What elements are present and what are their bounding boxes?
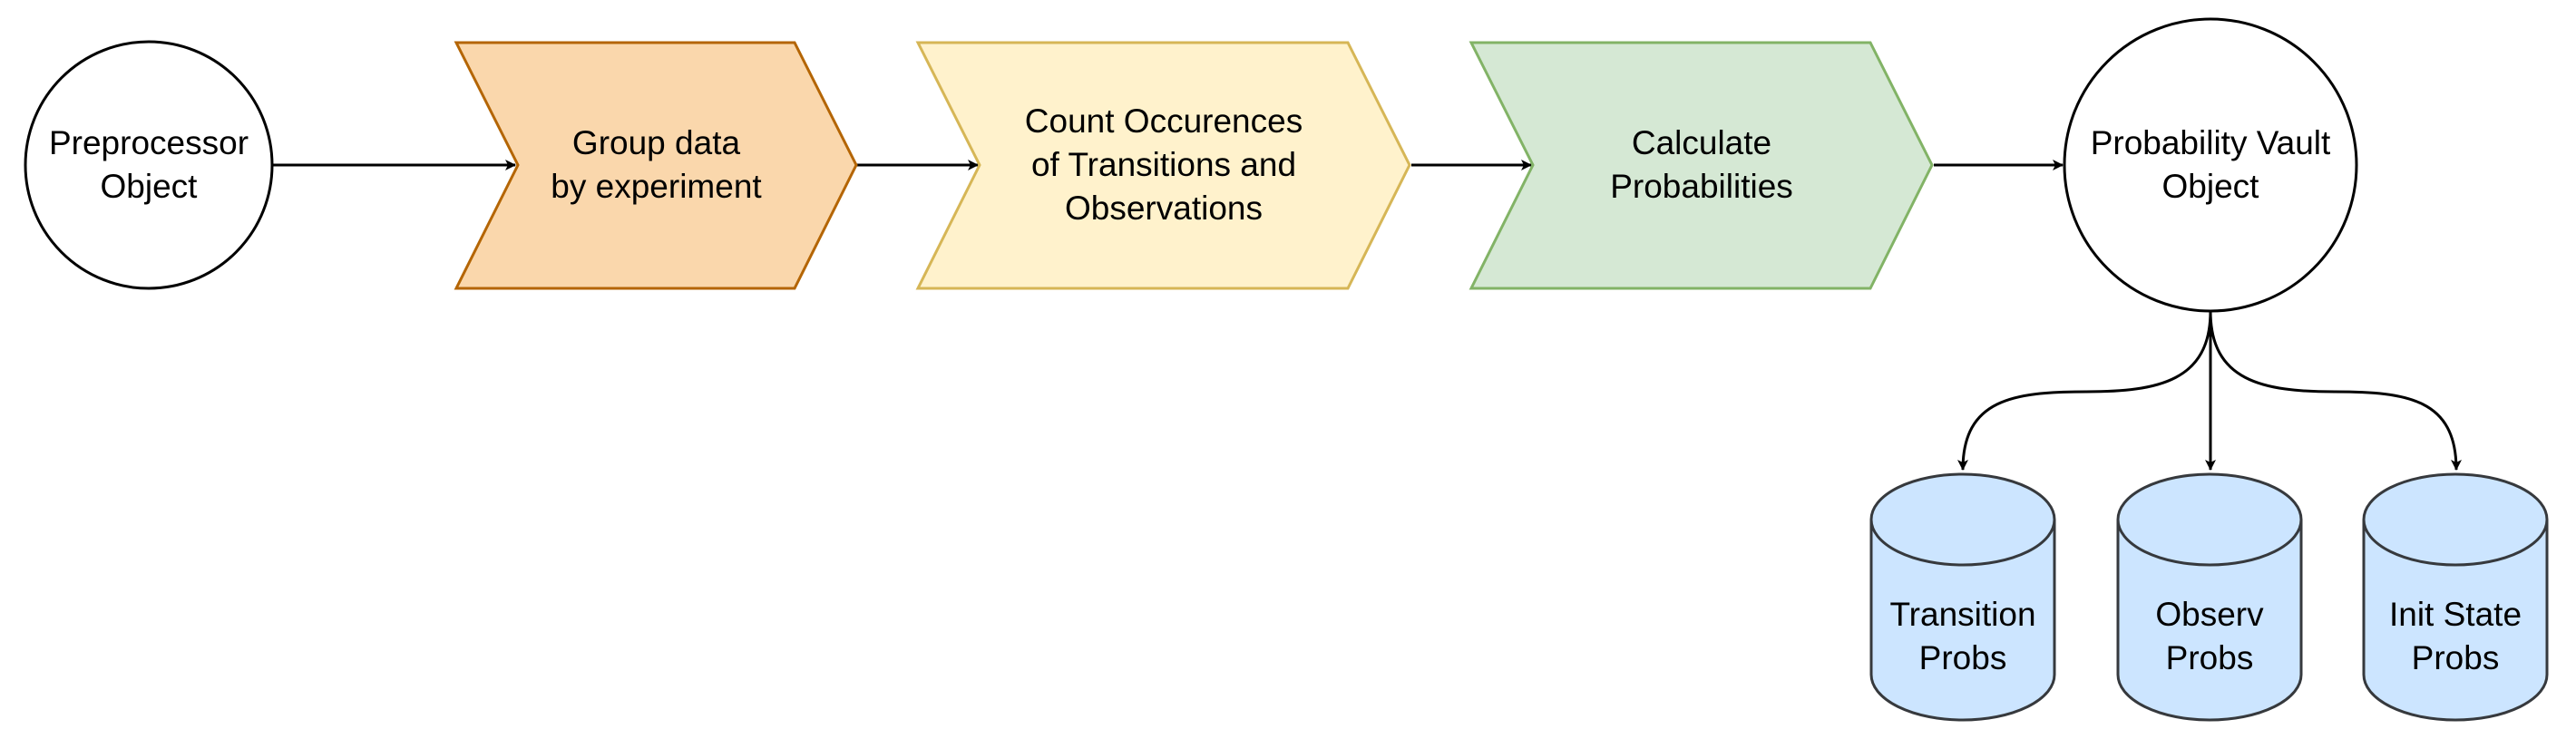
- vault-node: [2063, 17, 2358, 313]
- count-label-line-1: Count Occurences: [1024, 102, 1303, 140]
- preprocessor-label-line-2: Object: [100, 168, 198, 205]
- init-label-line-2: Probs: [2411, 639, 2500, 676]
- count-label-line-3: Observations: [1065, 190, 1263, 227]
- transition-node: [1869, 472, 2056, 722]
- observ-node: [2116, 472, 2303, 722]
- init-label: Init State Probs: [2364, 571, 2547, 702]
- preprocessor-label: Preprocessor Object: [25, 100, 272, 230]
- transition-label: Transition Probs: [1871, 571, 2054, 702]
- vault-label-line-1: Probability Vault: [2090, 124, 2331, 161]
- init-node: [2362, 472, 2549, 722]
- observ-label-line-2: Probs: [2165, 639, 2254, 676]
- calc-label-line-2: Probabilities: [1610, 168, 1793, 205]
- group-label-line-1: Group data: [571, 124, 741, 161]
- group-node: [454, 41, 858, 290]
- vault-label: Probability Vault Object: [2064, 100, 2356, 230]
- preprocessor-node: [24, 40, 274, 290]
- edge-vault-to-init: [2209, 310, 2462, 471]
- observ-label: Observ Probs: [2118, 571, 2301, 702]
- calc-label-line-1: Calculate: [1631, 124, 1772, 161]
- count-label: Count Occurences of Transitions and Obse…: [980, 78, 1348, 252]
- calc-label: Calculate Probabilities: [1533, 100, 1870, 230]
- group-label-line-2: by experiment: [551, 168, 762, 205]
- count-node: [915, 41, 1411, 290]
- vault-label-line-2: Object: [2161, 168, 2259, 205]
- edge-vault-to-transition: [1957, 310, 2212, 471]
- group-label: Group data by experiment: [518, 100, 795, 230]
- calc-node: [1469, 41, 1934, 290]
- transition-label-line-1: Transition: [1889, 596, 2036, 633]
- init-label-line-1: Init State: [2388, 596, 2522, 633]
- count-label-line-2: of Transitions and: [1030, 146, 1297, 183]
- observ-label-line-1: Observ: [2155, 596, 2264, 633]
- transition-label-line-2: Probs: [1918, 639, 2007, 676]
- preprocessor-label-line-1: Preprocessor: [48, 124, 249, 161]
